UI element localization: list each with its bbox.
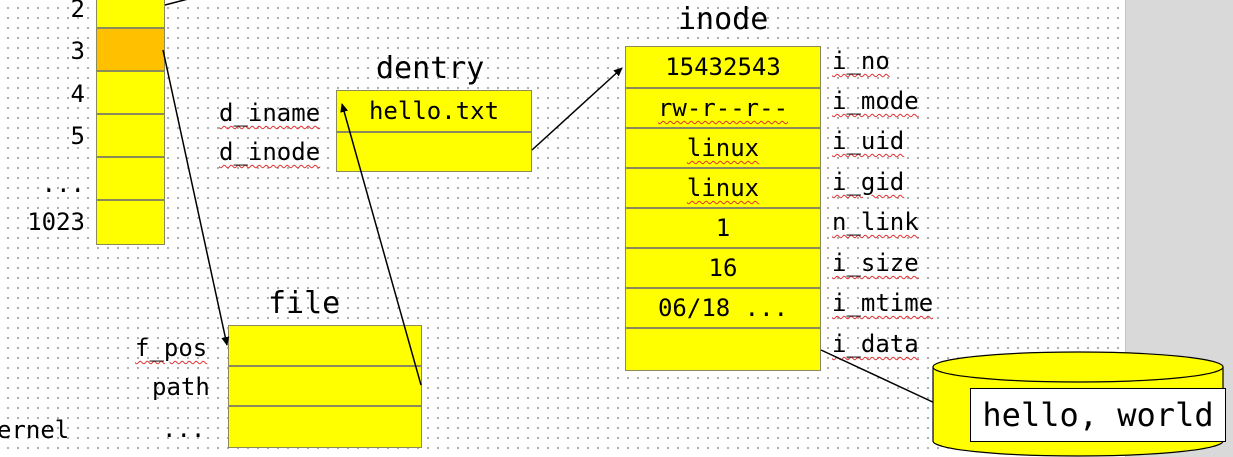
inode-label-mtime: i_mtime: [832, 289, 934, 317]
fd-index: ...: [41, 170, 85, 198]
file-label-fpos: f_pos: [135, 334, 208, 362]
file-label-path: path: [152, 373, 210, 401]
fd-cell: [96, 0, 165, 28]
fd-cell: [96, 200, 165, 245]
dentry-label-inode: d_inode: [219, 138, 321, 166]
file-title: file: [268, 286, 341, 321]
inode-field-uid: linux: [625, 128, 821, 168]
fd-cell: [96, 114, 165, 157]
inode-label-ino: i_no: [832, 47, 890, 75]
inode-label-gid: i_gid: [832, 168, 905, 196]
disk-content-box: hello, world: [970, 388, 1226, 442]
inode-label-data: i_data: [832, 330, 919, 358]
file-field-fpos: [228, 325, 422, 366]
inode-title: inode: [678, 2, 769, 37]
inode-label-size: i_size: [832, 249, 919, 277]
inode-label-uid: i_uid: [832, 127, 905, 155]
inode-field-mtime: 06/18 ...: [625, 288, 821, 328]
inode-field-nlink: 1: [625, 208, 821, 248]
fd-index: 5: [70, 122, 85, 150]
fd-index: 4: [70, 80, 85, 108]
fd-index: 2: [70, 0, 85, 23]
kernel-label: ernel: [0, 416, 70, 444]
dentry-title: dentry: [376, 51, 485, 86]
inode-field-mode: rw-r--r--: [625, 88, 821, 128]
fd-index: 3: [70, 37, 85, 65]
inode-field-gid: linux: [625, 168, 821, 208]
inode-field-size: 16: [625, 248, 821, 288]
fd-index: 1023: [27, 208, 85, 236]
dentry-label-iname: d_iname: [219, 99, 321, 127]
fd-cell: [96, 157, 165, 200]
dentry-field-inode: [336, 132, 532, 172]
file-field-more: [228, 406, 422, 448]
inode-label-mode: i_mode: [832, 87, 919, 115]
inode-field-ino: 15432543: [625, 46, 821, 88]
file-label-more: ...: [162, 415, 206, 443]
inode-label-nlink: n_link: [832, 208, 919, 236]
fd-cell: [96, 71, 165, 114]
file-field-path: [228, 366, 422, 406]
dentry-field-iname: hello.txt: [336, 90, 532, 132]
fd-cell-highlighted: [96, 28, 165, 71]
inode-field-data: [625, 328, 821, 371]
